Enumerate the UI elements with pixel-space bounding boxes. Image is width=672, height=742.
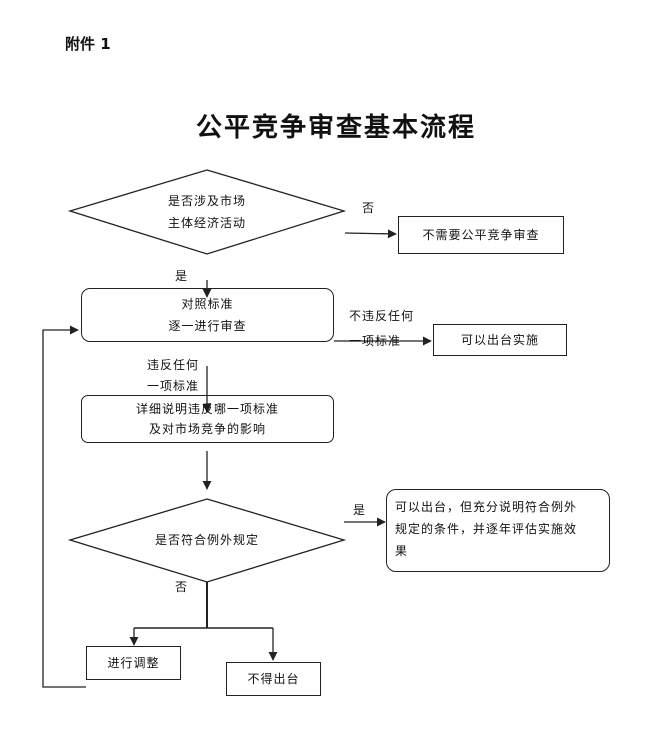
label-yes-1: 是 [175, 269, 189, 283]
arrow-no-review [344, 229, 397, 239]
box-not-issue: 不得出台 [226, 662, 321, 696]
compare-line2: 逐一进行审查 [168, 319, 247, 333]
explain-line2: 及对市场竞争的影响 [148, 422, 266, 436]
decision-market-line2: 主体经济活动 [167, 216, 246, 230]
decision-market-text: 是否涉及市场 主体经济活动 [120, 190, 294, 234]
explain-line1: 详细说明违反哪一项标准 [135, 402, 279, 416]
compare-line1: 对照标准 [181, 297, 234, 311]
box-adjust: 进行调整 [86, 646, 181, 680]
exception-result-line1: 可以出台，但充分说明符合例外 [395, 500, 578, 514]
box-explain: 详细说明违反哪一项标准 及对市场竞争的影响 [81, 395, 334, 443]
decision-exception-text: 是否符合例外规定 [154, 533, 259, 547]
page-title: 公平竞争审查基本流程 [195, 113, 476, 143]
box-no-review: 不需要公平竞争审查 [398, 216, 564, 254]
attachment-label: 附件 1 [65, 35, 111, 53]
box-compare-standards: 对照标准 逐一进行审查 [81, 288, 334, 342]
arrow-feedback-loop [42, 325, 86, 688]
box-exception-result: 可以出台，但充分说明符合例外 规定的条件，并逐年评估实施效 果 [386, 489, 610, 572]
decision-diamond-market [67, 169, 347, 255]
label-violation-1: 违反任何 [147, 358, 200, 372]
label-no-violation-1: 不违反任何 [349, 309, 415, 323]
box-implement: 可以出台实施 [433, 324, 567, 356]
exception-result-line3: 果 [395, 544, 409, 558]
decision-market-line1: 是否涉及市场 [167, 194, 246, 208]
label-no-violation-2: 一项标准 [349, 334, 402, 348]
label-yes-2: 是 [353, 503, 367, 517]
label-violation-2: 一项标准 [147, 379, 200, 393]
label-no-2: 否 [175, 580, 189, 594]
exception-result-line2: 规定的条件，并逐年评估实施效 [395, 522, 578, 536]
label-no-1: 否 [362, 201, 376, 215]
